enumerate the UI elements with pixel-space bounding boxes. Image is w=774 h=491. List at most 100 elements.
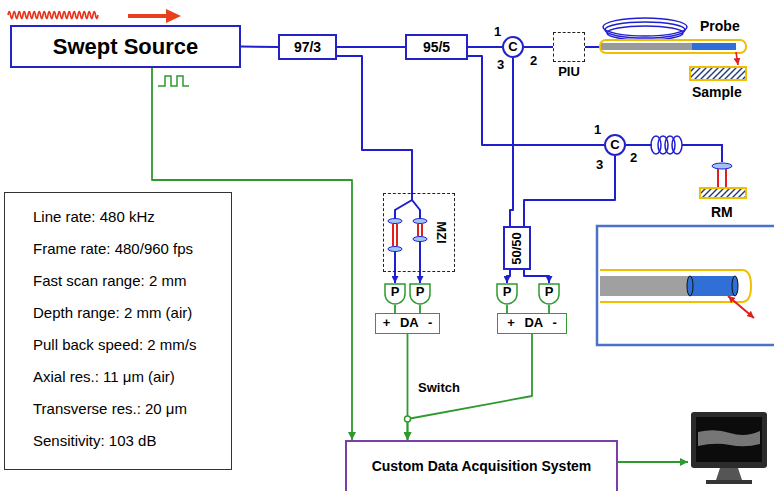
fiber-link <box>337 46 405 48</box>
node-label: P <box>391 285 400 300</box>
fiber-coil <box>672 136 682 154</box>
photodetector: P <box>384 283 406 305</box>
free-space-beam <box>396 224 398 246</box>
circulator: C <box>502 36 524 58</box>
monitor-base <box>706 480 752 484</box>
spec-list: Line rate: 480 kHzFrame rate: 480/960 fp… <box>5 193 231 457</box>
lens <box>388 247 402 252</box>
node-label: 95/5 <box>423 39 450 55</box>
probe-tip <box>692 43 736 50</box>
source-box: Swept Source <box>10 25 241 68</box>
reference-fiber <box>626 144 652 146</box>
coupler-box: 50/50 <box>503 226 531 270</box>
fiber-coil <box>607 26 683 40</box>
part-label: 2 <box>530 54 537 69</box>
detector-shape <box>539 284 559 304</box>
detector-shape <box>410 284 430 304</box>
part-label: 1 <box>594 123 601 138</box>
fiber-link <box>394 272 396 283</box>
inset-beam-arrow <box>728 296 754 318</box>
lens <box>413 237 427 242</box>
piu-box: PIU <box>553 32 585 84</box>
fiber-link <box>468 56 604 145</box>
photodetector: P <box>538 283 560 305</box>
free-space-beam <box>717 169 719 188</box>
free-space-beam <box>421 224 423 236</box>
node-label: Swept Source <box>53 34 198 59</box>
part-label: 1 <box>494 25 501 40</box>
spec-item: Depth range: 2 mm (air) <box>33 297 192 329</box>
inset-tip-face <box>732 276 738 296</box>
circulator: C <box>604 134 626 156</box>
probe-sheath <box>600 40 746 53</box>
detector-shape <box>385 284 405 304</box>
mzi-arm <box>394 252 396 272</box>
coupler-box: 95/5 <box>405 34 468 60</box>
fiber-link <box>524 270 549 283</box>
reference-mirror <box>700 188 746 198</box>
part-label: 3 <box>596 158 603 173</box>
mzi-arm <box>395 193 412 218</box>
probe-beam <box>736 52 738 65</box>
node-label: 97/3 <box>294 39 321 55</box>
fiber-link <box>468 46 502 48</box>
free-space-beam <box>392 224 394 246</box>
inset-joint <box>687 276 693 296</box>
free-space-beam <box>725 169 727 188</box>
fiber-link <box>524 156 615 226</box>
swept-wave <box>8 12 98 19</box>
node-label: P <box>416 285 425 300</box>
daq-box: Custom Data Acquisition System <box>345 440 618 491</box>
node-label: + DA - <box>383 316 432 331</box>
probe-body <box>600 43 692 50</box>
reference-fiber <box>682 145 722 162</box>
lens <box>712 163 732 169</box>
free-space-beam <box>417 224 419 236</box>
photodetector: P <box>409 283 431 305</box>
detector-shape <box>497 284 517 304</box>
inset-probe-body <box>600 276 690 296</box>
spec-item: Axial res.: 11 μm (air) <box>33 361 175 393</box>
fiber-link <box>419 272 421 283</box>
part-label: 2 <box>630 151 637 166</box>
diff-amp-box: + DA - <box>497 313 567 334</box>
display-link <box>618 461 688 463</box>
signal-wire <box>506 305 508 313</box>
signal-wire <box>394 305 396 313</box>
oct-image <box>698 430 760 446</box>
lens <box>413 219 427 224</box>
spec-item: Line rate: 480 kHz <box>33 201 155 233</box>
mzi-arm <box>419 242 421 272</box>
node-label: MZI <box>432 221 447 243</box>
fiber-link <box>510 58 513 226</box>
coupler-box: 97/3 <box>278 34 337 60</box>
signal-wire <box>408 334 533 440</box>
spec-item: Fast scan range: 2 mm <box>33 265 186 297</box>
sweep-arrow-head <box>166 9 181 23</box>
inset-frame <box>597 226 774 345</box>
part-label: 3 <box>497 58 504 73</box>
node-label: C <box>508 40 517 55</box>
part-label: Switch <box>418 381 460 396</box>
piu-outline <box>553 32 585 62</box>
spec-item: Transverse res.: 20 μm <box>33 393 187 425</box>
node-label: 50/50 <box>510 232 525 265</box>
switch-contact <box>405 416 411 422</box>
monitor-frame <box>691 412 767 468</box>
part-label: Probe <box>700 18 740 34</box>
spec-box: Line rate: 480 kHzFrame rate: 480/960 fp… <box>4 192 232 470</box>
node-label: PIU <box>553 65 585 80</box>
spec-item: Pull back speed: 2 mm/s <box>33 329 196 361</box>
spec-item: Sensitivity: 103 dB <box>33 425 156 457</box>
fiber-coil <box>605 22 685 38</box>
photodetector: P <box>496 283 518 305</box>
sample-block <box>690 67 746 80</box>
fiber-link <box>337 56 412 193</box>
fiber-link <box>241 46 278 49</box>
signal-wire <box>419 305 421 313</box>
fiber-coil <box>603 18 687 36</box>
monitor-stand <box>716 468 742 480</box>
diff-amp-box: + DA - <box>375 313 440 334</box>
